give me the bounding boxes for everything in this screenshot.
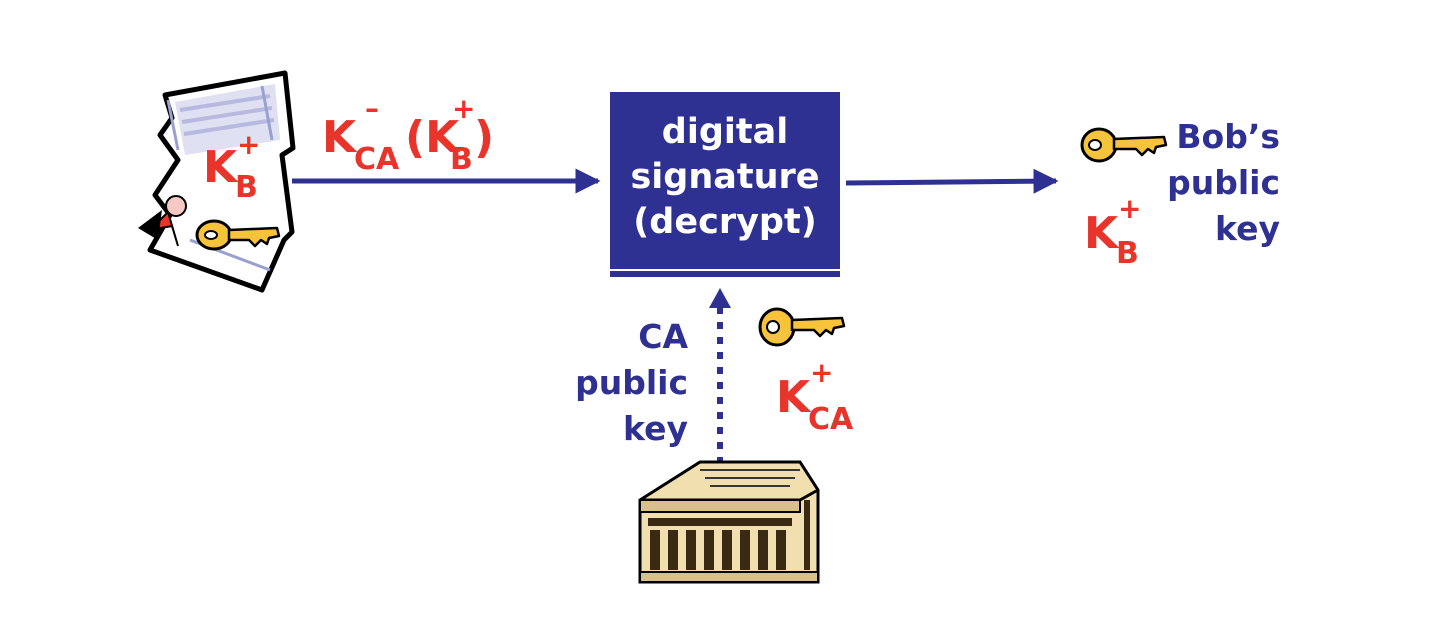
signed-k-subscript: CA	[354, 142, 400, 177]
bob-label-line-3: key	[1215, 209, 1280, 248]
signed-paren-close: )	[474, 112, 495, 163]
signed-k-letter: K	[322, 112, 357, 163]
signed-inner-superscript: +	[452, 92, 476, 125]
arrow-ca-to-signature-head	[709, 288, 731, 308]
box-line-2: signature	[630, 157, 820, 197]
ribbon-seal-icon	[138, 195, 187, 247]
bob-public-key-label: Bob’s public key	[1150, 114, 1280, 252]
signed-cert-label: K – CA (K + B )	[322, 92, 512, 186]
bob-key-letter: K	[1084, 208, 1119, 259]
certificate-key-label: K + B	[203, 128, 273, 210]
ca-key-icon	[758, 307, 846, 347]
signed-inner-subscript: B	[450, 142, 473, 177]
ca-building-icon	[638, 460, 820, 584]
bob-key-superscript: +	[1118, 192, 1142, 225]
ca-label-line-1: CA	[638, 317, 688, 356]
cert-key-superscript: +	[237, 128, 261, 161]
cert-key-letter: K	[203, 142, 238, 193]
box-line-1: digital	[661, 112, 789, 152]
bob-key-symbol: K + B	[1084, 192, 1154, 274]
ca-label-line-2: public	[575, 363, 688, 402]
digital-signature-box: digital signature (decrypt)	[610, 92, 840, 277]
ca-public-key-label: CA public key	[560, 314, 688, 452]
signed-inner-k: (K	[405, 112, 460, 163]
cert-key-subscript: B	[235, 170, 258, 205]
signed-k-superscript: –	[365, 92, 379, 125]
key-icon	[195, 219, 281, 251]
ca-key-subscript: CA	[808, 402, 854, 437]
ca-key-superscript: +	[810, 356, 834, 389]
bob-key-subscript: B	[1116, 236, 1139, 271]
bob-label-line-1: Bob’s	[1176, 117, 1280, 156]
bob-label-line-2: public	[1167, 163, 1280, 202]
box-line-3: (decrypt)	[633, 202, 817, 242]
bob-key-icon	[1080, 127, 1168, 163]
ca-key-symbol: K + CA	[776, 356, 876, 440]
ca-key-letter: K	[776, 372, 811, 423]
box-rule	[610, 269, 840, 271]
arrow-signature-to-bob-key	[845, 168, 1059, 194]
ca-label-line-3: key	[623, 409, 688, 448]
